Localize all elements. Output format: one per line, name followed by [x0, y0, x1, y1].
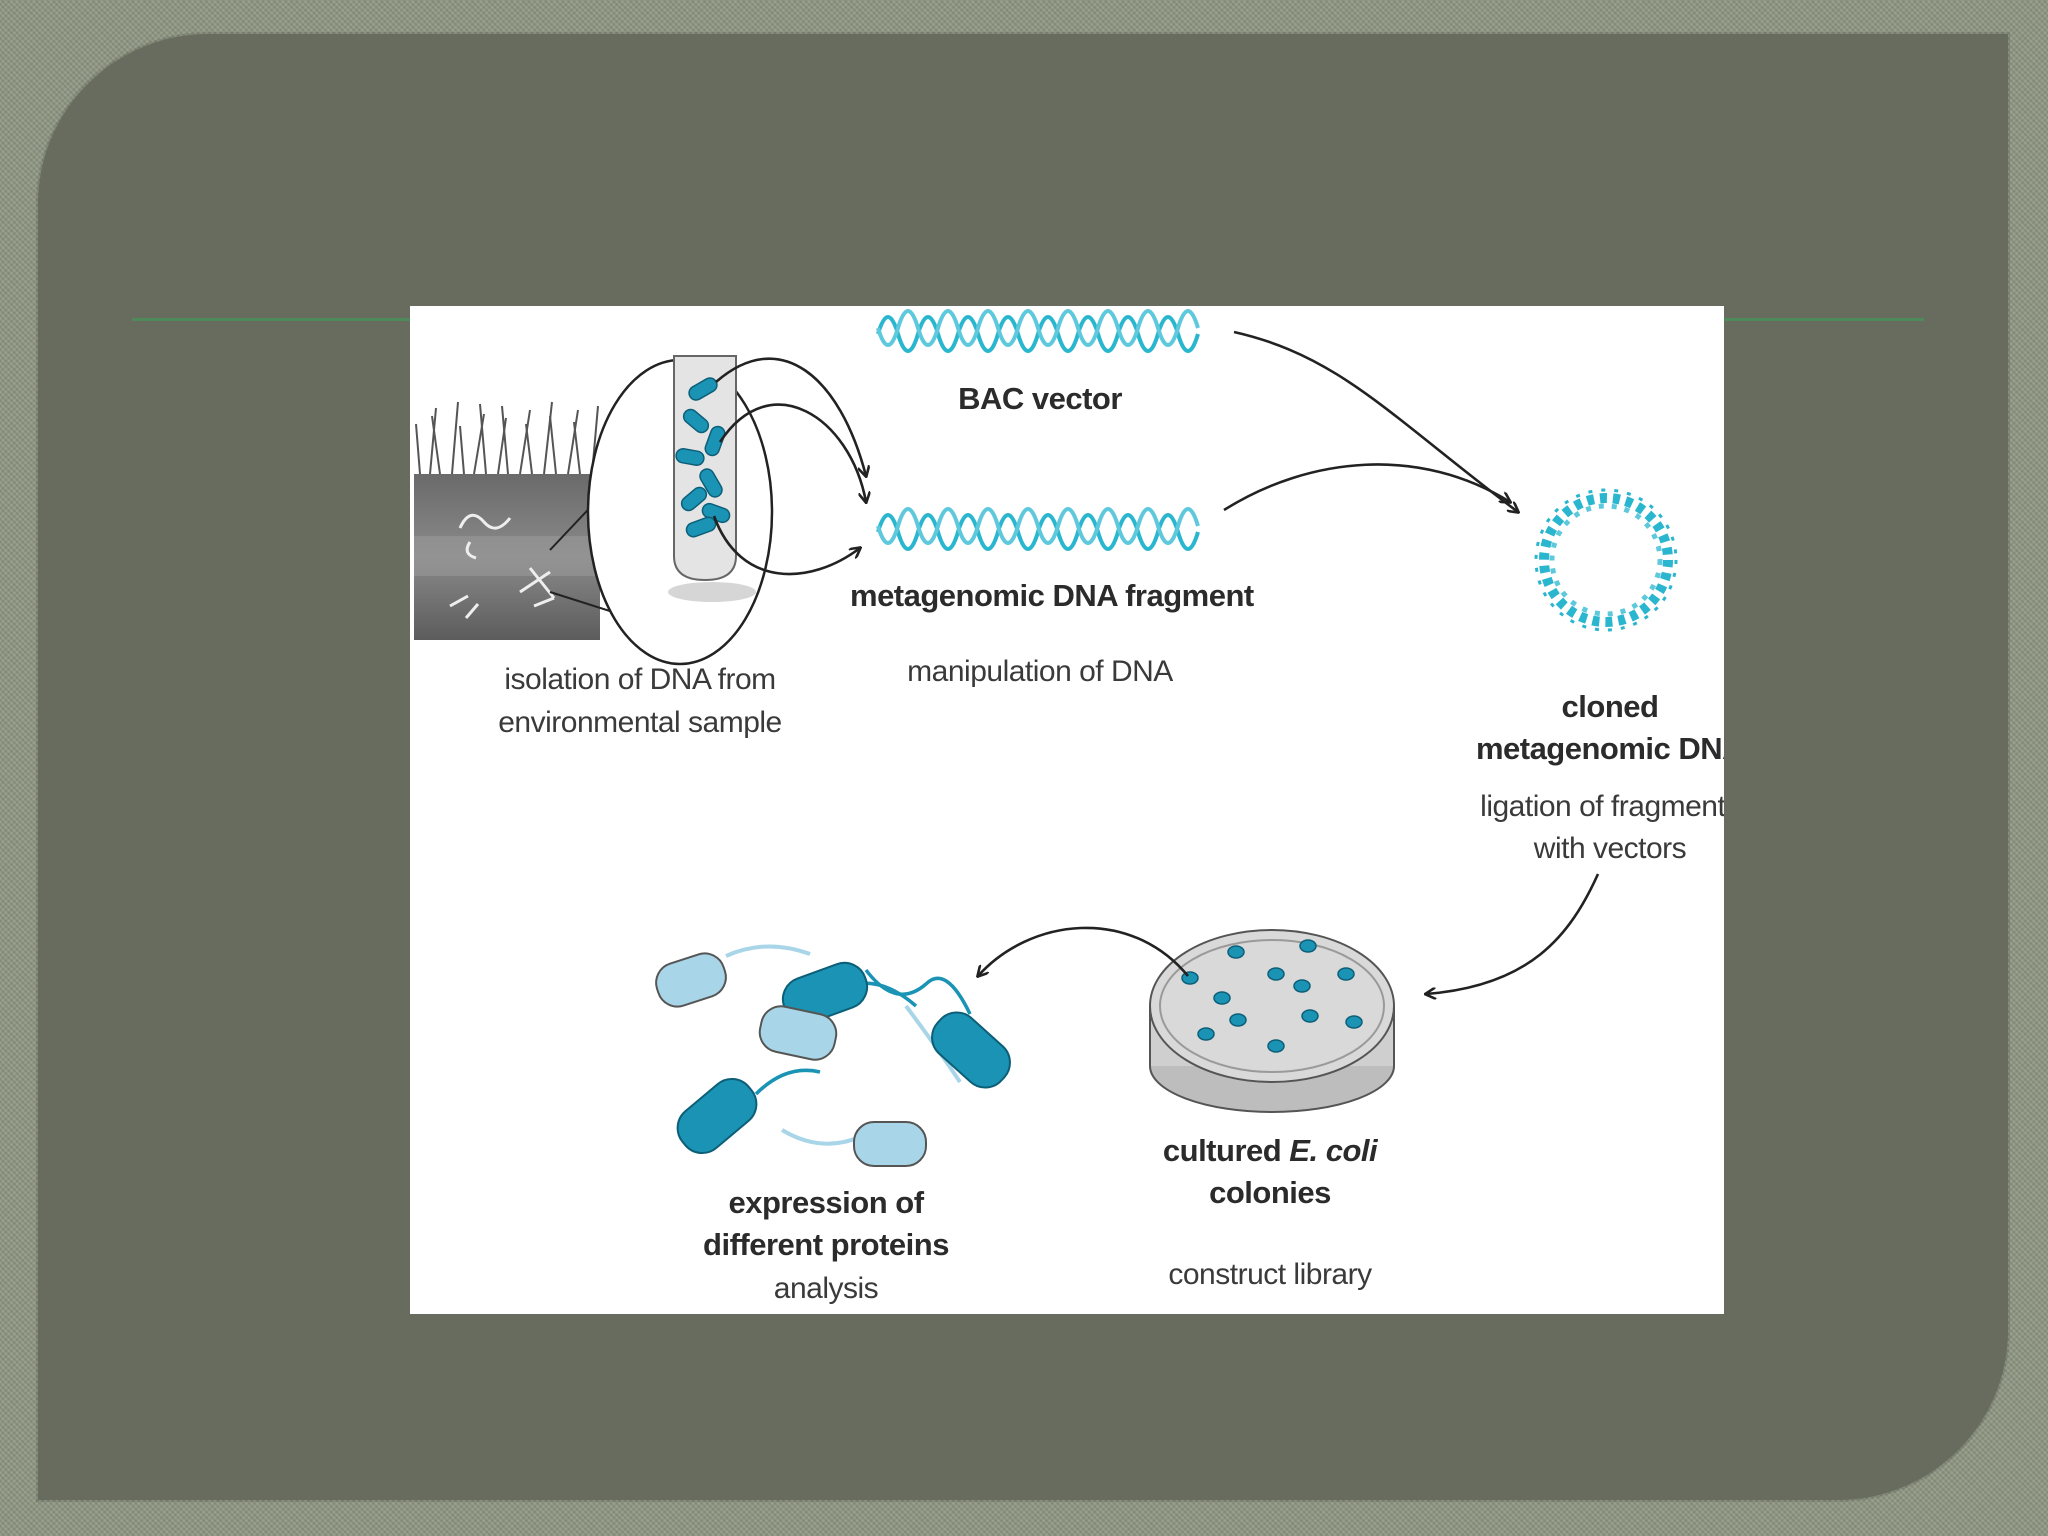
manipulation-label: manipulation of DNA	[907, 655, 1173, 688]
bacterium-light-1	[655, 952, 727, 1008]
arrow-tube-to-dna-3	[712, 515, 860, 576]
cultured-prefix: cultured	[1162, 1133, 1290, 1168]
cloned-circular-dna	[1534, 488, 1678, 632]
bacterium-light-3	[853, 1121, 927, 1167]
analysis-label: analysis	[773, 1272, 879, 1305]
bacterium-light-2	[758, 1005, 838, 1061]
arrow-tube-to-dna-2	[718, 403, 866, 502]
bacterium-dark-2	[931, 1011, 1011, 1089]
arrow-bac-to-cloned	[1233, 330, 1518, 512]
metagenomic-fragment-label: metagenomic DNA fragment	[850, 578, 1254, 613]
isolation-label-line1: isolation of DNA from	[504, 663, 776, 696]
ligation-label-line2: with vectors	[1533, 832, 1687, 865]
metagenomic-fragment-helix	[876, 507, 1200, 551]
petri-dish-agar	[1149, 929, 1395, 1083]
soil-sample	[414, 401, 600, 640]
petri-dish	[1149, 929, 1395, 1113]
expressed-bacteria	[655, 944, 1011, 1167]
expression-label-line2: different proteins	[703, 1227, 949, 1262]
circular-dna-inner	[1549, 503, 1663, 617]
bac-vector-helix	[876, 309, 1200, 353]
ligation-label-line1: ligation of fragments	[1480, 790, 1724, 823]
isolation-label-line2: environmental sample	[498, 706, 782, 739]
arrow-tube-to-dna-1	[715, 357, 866, 476]
arrow-colonies-to-expression	[978, 926, 1190, 976]
bac-vector-label: BAC vector	[958, 381, 1122, 416]
tube-shadow	[668, 582, 756, 602]
expression-label-line1: expression of	[728, 1185, 924, 1220]
circular-dna-outer	[1539, 493, 1673, 627]
cultured-label-line1: cultured E. coli	[1110, 1130, 1430, 1172]
cultured-species: E. coli	[1289, 1133, 1378, 1168]
bacterial-colonies	[1181, 939, 1363, 1053]
metagenomics-workflow-diagram: BAC vector metagenomic DNA fragment mani…	[410, 306, 1724, 1314]
circular-dna-edge	[1534, 488, 1678, 632]
cloned-label-line1: cloned	[1561, 689, 1659, 724]
arrow-fragment-to-cloned	[1223, 463, 1510, 512]
magnified-sample-circle	[586, 355, 774, 666]
cultured-label-line2: colonies	[1209, 1175, 1331, 1210]
diagram-canvas	[414, 309, 1678, 1167]
construct-library-label: construct library	[1168, 1258, 1372, 1291]
bacterium-dark-3	[676, 1077, 758, 1155]
tube-bacteria	[675, 377, 731, 538]
grass-blades	[415, 401, 599, 475]
soil-layer	[414, 536, 600, 576]
arrow-cloned-to-colonies	[1426, 873, 1600, 994]
cloned-label-line2: metagenomic DNA	[1475, 731, 1724, 766]
petri-dish-rim	[1159, 939, 1385, 1073]
